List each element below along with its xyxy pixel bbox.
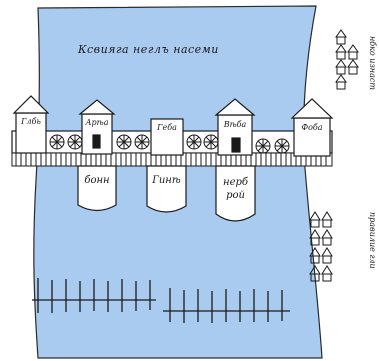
river-title: Ксвиягa неглъ насеми bbox=[78, 44, 219, 55]
wheel-icon bbox=[135, 135, 149, 149]
pier bbox=[78, 166, 116, 211]
margin-note-bottom: правилие гли bbox=[368, 212, 376, 269]
house-icon bbox=[322, 230, 332, 245]
house-icon bbox=[336, 75, 346, 89]
tower-label: Геба bbox=[152, 124, 182, 132]
house-icon bbox=[336, 30, 346, 44]
wheel-icon bbox=[68, 135, 82, 149]
margin-house-icons-top bbox=[336, 30, 358, 89]
house-icon bbox=[322, 212, 332, 227]
house-icon bbox=[310, 212, 320, 227]
wheel-icon bbox=[187, 135, 201, 149]
house-icon bbox=[310, 230, 320, 245]
tower-label: Арѣа bbox=[82, 119, 112, 127]
wheel-icon bbox=[204, 135, 218, 149]
house-icon bbox=[336, 45, 346, 59]
margin-note-top: нбко изнаст bbox=[368, 36, 376, 90]
tower-label: Глбь bbox=[16, 118, 46, 126]
pier-label: Гинѣ bbox=[149, 176, 184, 186]
wheel-icon bbox=[50, 135, 64, 149]
house-icon bbox=[322, 266, 332, 281]
tower-label: Фоба bbox=[297, 124, 327, 132]
house-icon bbox=[348, 45, 358, 59]
pier-label: бонн bbox=[80, 176, 114, 186]
wheel-icon bbox=[256, 139, 270, 153]
wheel-icon bbox=[275, 139, 289, 153]
house-icon bbox=[322, 248, 332, 263]
pier-label: нерб рой bbox=[218, 176, 253, 202]
tower-label: Вѣба bbox=[220, 121, 250, 129]
house-icon bbox=[348, 60, 358, 74]
wheel-icon bbox=[117, 135, 131, 149]
pier bbox=[147, 166, 186, 212]
house-icon bbox=[336, 60, 346, 74]
